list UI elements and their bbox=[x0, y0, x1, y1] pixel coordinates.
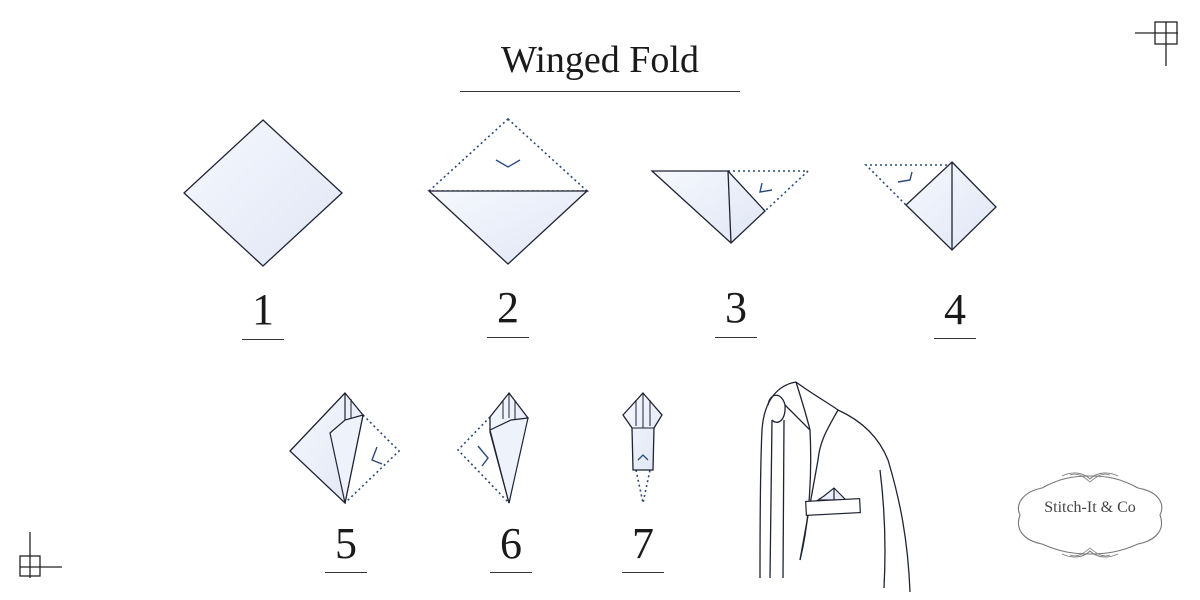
corner-mark-top-right bbox=[1135, 21, 1178, 66]
brand-badge bbox=[1017, 472, 1163, 558]
step-7-underline bbox=[622, 572, 664, 573]
corner-mark-bottom-left bbox=[19, 532, 62, 578]
jacket-illustration bbox=[759, 381, 911, 593]
step-2-illustration bbox=[426, 117, 590, 265]
step-number-3: 3 bbox=[725, 283, 747, 332]
step-2-underline bbox=[487, 337, 529, 338]
jacket-pocket-square bbox=[805, 487, 861, 517]
step-7-illustration bbox=[622, 392, 663, 504]
step-3-illustration bbox=[650, 170, 811, 244]
page-title: Winged Fold bbox=[501, 39, 699, 81]
step-4-illustration bbox=[864, 161, 997, 251]
step-number-1: 1 bbox=[252, 285, 274, 334]
step-3-underline bbox=[715, 337, 757, 338]
brand-name: Stitch-It & Co bbox=[1044, 499, 1136, 516]
step-1-illustration bbox=[183, 119, 343, 267]
step-6-illustration bbox=[456, 391, 529, 504]
step-5-underline bbox=[325, 572, 367, 573]
title-underline bbox=[460, 91, 740, 92]
step-4-underline bbox=[934, 338, 976, 339]
step-number-5: 5 bbox=[335, 519, 357, 568]
step-number-2: 2 bbox=[497, 283, 519, 332]
step-number-4: 4 bbox=[944, 285, 966, 334]
step-1-underline bbox=[242, 339, 284, 340]
step-6-underline bbox=[490, 572, 532, 573]
brand-logo: Stitch-It & Co bbox=[1020, 470, 1160, 550]
step-5-illustration bbox=[289, 392, 401, 505]
step-number-7: 7 bbox=[632, 519, 654, 568]
step-number-6: 6 bbox=[500, 519, 522, 568]
